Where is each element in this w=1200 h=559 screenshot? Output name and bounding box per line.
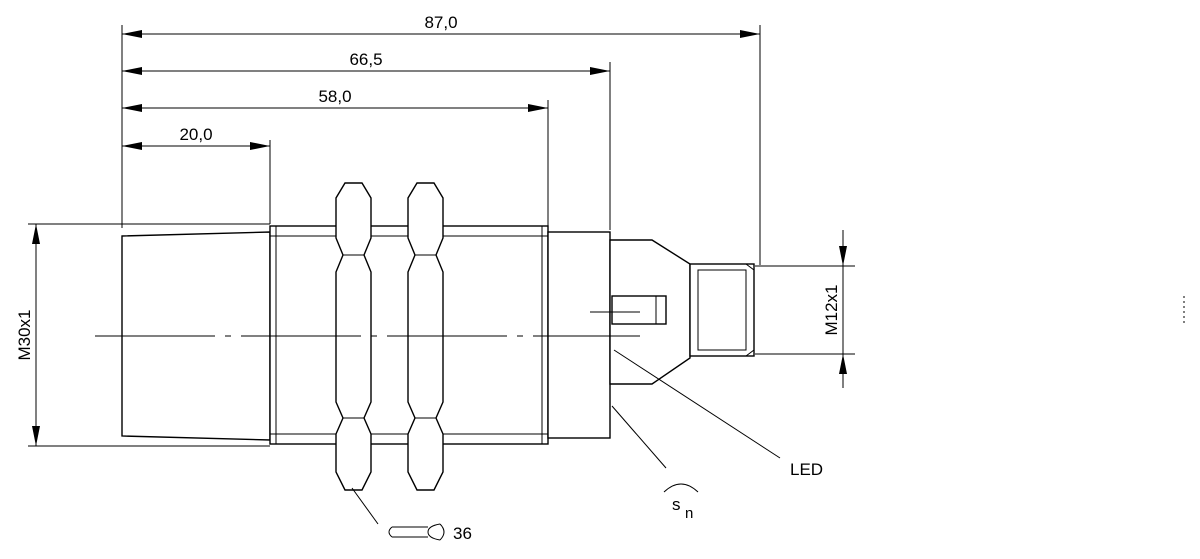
arrow-head-icon	[122, 104, 142, 112]
m12-thread	[697, 269, 747, 351]
arrow-head-icon	[32, 426, 40, 446]
arrow-head-icon	[122, 142, 142, 150]
sensing-distance-subscript: n	[685, 505, 693, 522]
dimension-58: 58,0	[122, 87, 548, 112]
dimension-66-5: 66,5	[122, 50, 610, 75]
wrench-icon	[388, 523, 445, 541]
dimension-m12: M12x1	[822, 230, 847, 388]
wrench-size-label: 36	[453, 524, 472, 543]
arrow-head-icon	[122, 67, 142, 75]
sensing-wave-icon	[663, 483, 699, 493]
arrow-head-icon	[122, 30, 142, 38]
sensing-distance-symbol: s	[672, 495, 681, 514]
arrow-head-icon	[839, 246, 847, 266]
dimension-connector-thread: M12x1	[822, 284, 841, 335]
led-label: LED	[790, 460, 823, 479]
sensing-distance-callout: s n	[611, 405, 699, 522]
dimension-m30: M30x1	[15, 224, 40, 446]
dimension-overall-length: 87,0	[424, 13, 457, 32]
arrow-head-icon	[590, 67, 610, 75]
dimension-87: 87,0	[122, 13, 760, 38]
arrow-head-icon	[32, 224, 40, 244]
dimension-housing-thread: M30x1	[15, 309, 34, 360]
sensor-body	[121, 225, 755, 445]
led-callout: LED	[613, 349, 823, 479]
rear-housing	[547, 231, 611, 439]
extension-lines	[28, 25, 855, 447]
dimension-sensing-face-length: 20,0	[179, 125, 212, 144]
led-window	[611, 295, 667, 325]
arrow-head-icon	[839, 354, 847, 374]
m12-connector	[689, 263, 755, 357]
arrow-head-icon	[740, 30, 760, 38]
dimension-housing-length: 66,5	[349, 50, 382, 69]
wrench-callout: 36	[351, 487, 472, 543]
dimension-20: 20,0	[122, 125, 270, 150]
arrow-head-icon	[528, 104, 548, 112]
arrow-head-icon	[250, 142, 270, 150]
dimension-thread-length: 58,0	[318, 87, 351, 106]
